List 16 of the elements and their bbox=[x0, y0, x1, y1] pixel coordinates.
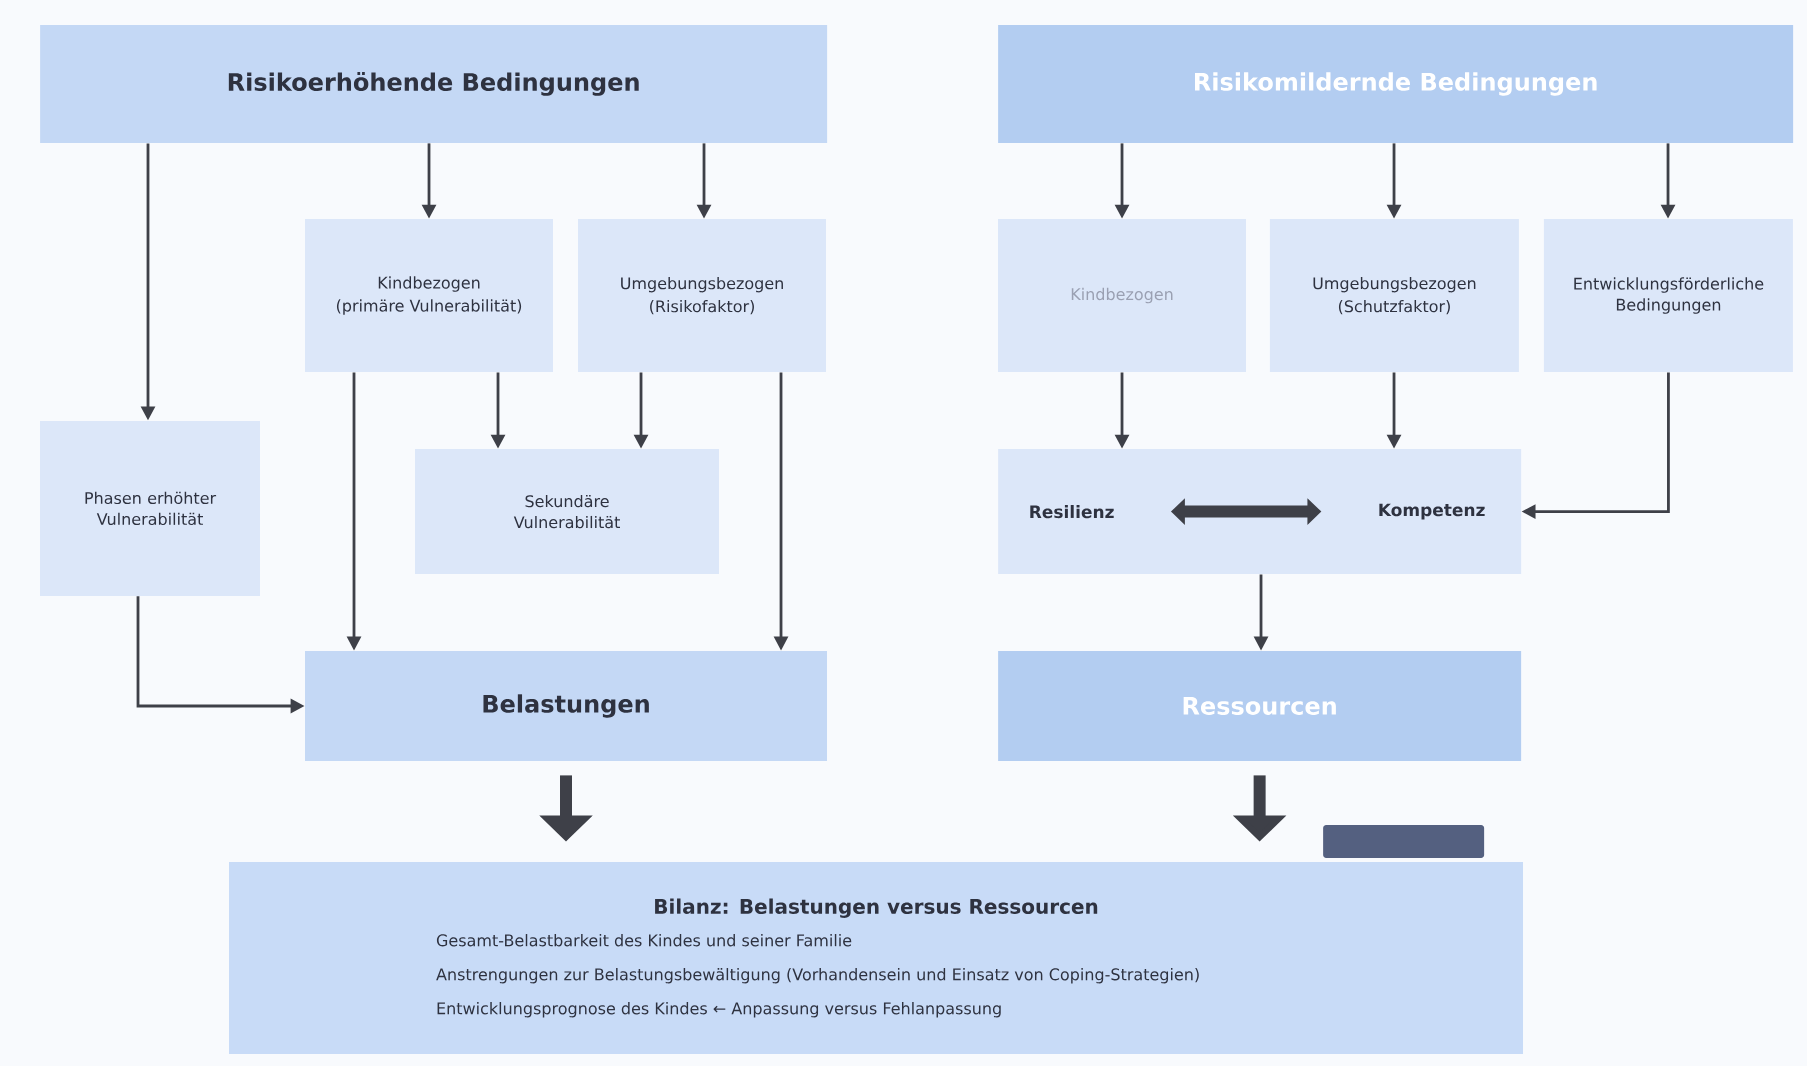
group-box bbox=[998, 449, 1522, 575]
category-box: Umgebungsbezogen (Schutzfaktor) bbox=[1269, 219, 1519, 373]
category-box: Sekundäre Vulnerabilität bbox=[415, 449, 719, 575]
result-box: Belastungen bbox=[305, 651, 827, 761]
header-box: Risikomildernde Bedingungen bbox=[998, 25, 1794, 143]
category-box: Phasen erhöhter Vulnerabilität bbox=[40, 420, 260, 596]
term-label: Kompetenz bbox=[1379, 503, 1485, 520]
term-label: Resilienz bbox=[1030, 505, 1114, 519]
dark-bar bbox=[1323, 825, 1485, 859]
category-box: Kindbezogen bbox=[998, 219, 1246, 373]
header-box: Risikoerhöhende Bedingungen bbox=[40, 25, 828, 143]
result-box: Ressourcen bbox=[998, 651, 1522, 761]
summary-box: Bilanz: Belastungen versus Ressourcen Gesamt-Belastbarkeit des Kindes und seiner Familie Anstrengungen zur Belastungsbewältigung (Vorhandensein und Einsatz von Coping-Strategien) Entwicklungsprognose des Kindes ← Anpassung versus Fehlanpassung bbox=[229, 862, 1523, 1054]
category-box: Umgebungsbezogen (Risikofaktor) bbox=[578, 219, 826, 373]
category-box: Entwicklungsförderliche Bedingungen bbox=[1543, 219, 1793, 373]
category-box: Kindbezogen (primäre Vulnerabilität) bbox=[305, 219, 553, 373]
